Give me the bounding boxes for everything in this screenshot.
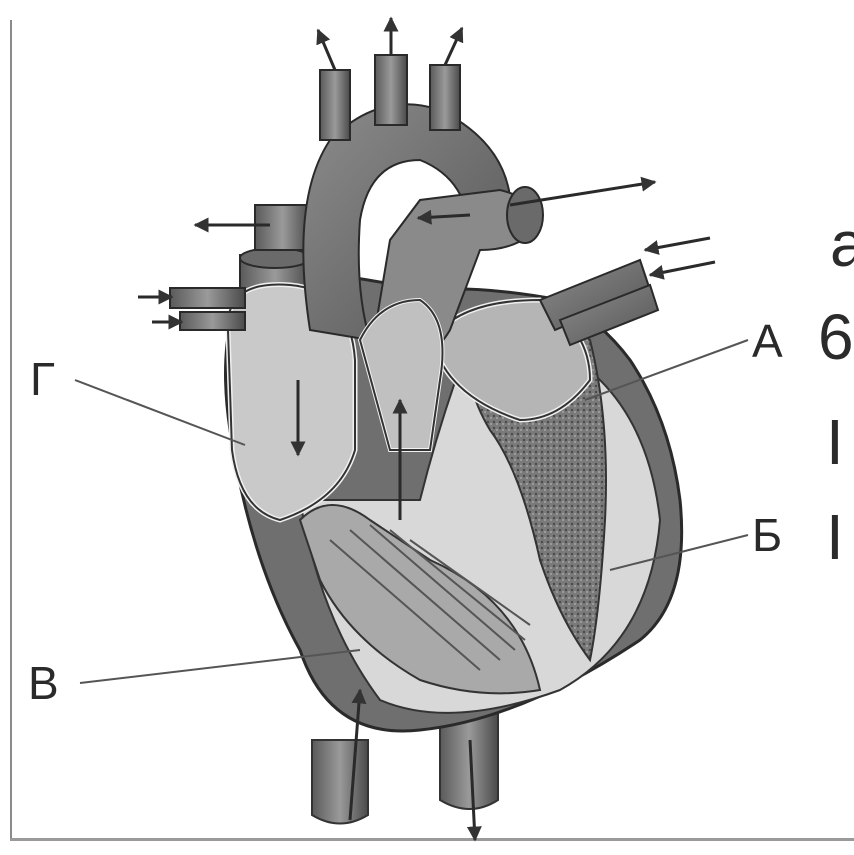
- side-text-line-3: I: [826, 410, 844, 474]
- side-text-line-4: I: [826, 505, 844, 569]
- label-a: А: [752, 318, 783, 364]
- label-b: Б: [752, 512, 782, 558]
- label-g: Г: [30, 356, 55, 402]
- side-text-line-2: 6: [818, 305, 854, 369]
- label-v: В: [28, 660, 59, 706]
- side-text-line-1: а: [830, 212, 854, 276]
